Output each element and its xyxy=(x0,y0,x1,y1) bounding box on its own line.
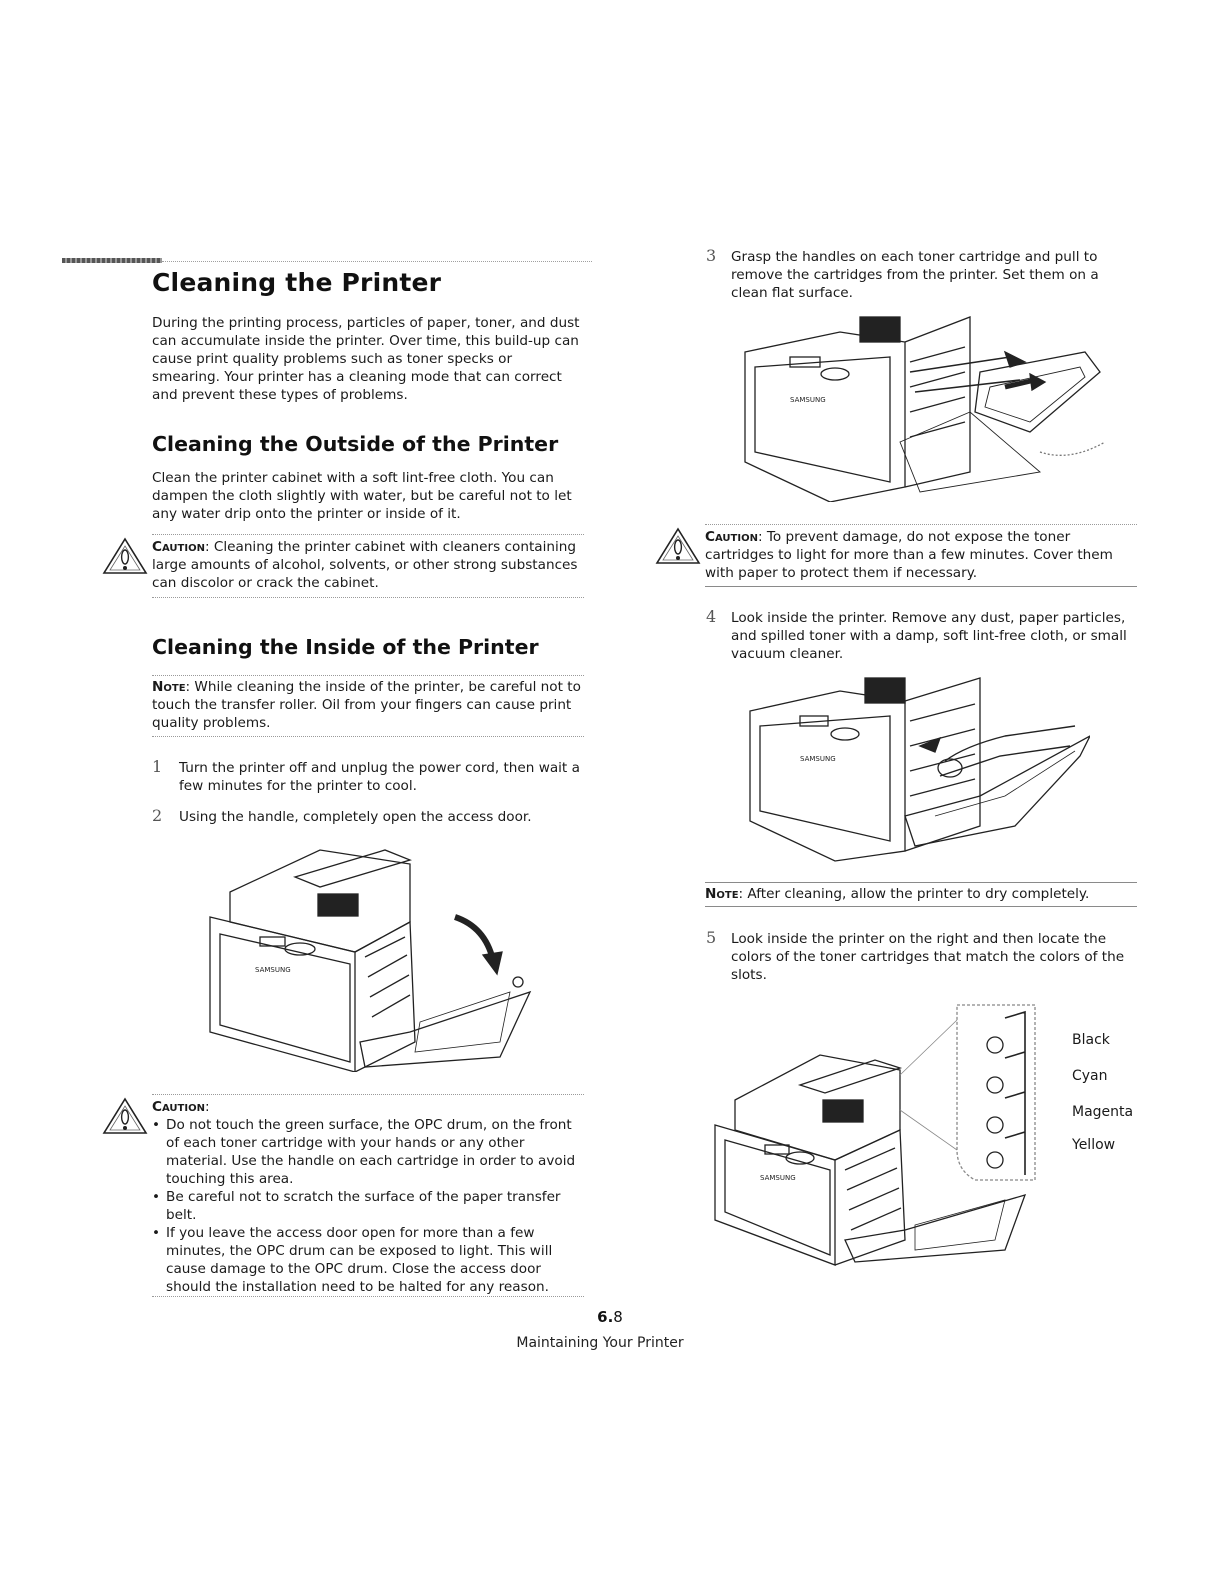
svg-text:SAMSUNG: SAMSUNG xyxy=(790,396,826,404)
note2-text: Note: After cleaning, allow the printer … xyxy=(705,885,1137,903)
slot-label-magenta: Magenta xyxy=(1072,1104,1134,1120)
page-number: 6.8 xyxy=(0,1308,1220,1326)
step5-text: Look inside the printer on the right and… xyxy=(731,931,1125,983)
step1-text: Turn the printer off and unplug the powe… xyxy=(179,760,580,794)
caution2-bullet: Be careful not to scratch the surface of… xyxy=(152,1188,584,1224)
note2-top-rule xyxy=(705,882,1137,883)
caution2-label: Caution xyxy=(152,1099,205,1115)
caution3-body: : To prevent damage, do not expose the t… xyxy=(705,529,1113,581)
note1-bottom-rule xyxy=(152,736,584,737)
caution1-text: Caution: Cleaning the printer cabinet wi… xyxy=(152,538,584,592)
caution1-top-rule xyxy=(152,534,584,535)
caution2-list: Do not touch the green surface, the OPC … xyxy=(152,1116,584,1296)
svg-text:SAMSUNG: SAMSUNG xyxy=(800,755,836,763)
slot-label-yellow: Yellow xyxy=(1072,1137,1116,1153)
slot-label-black: Black xyxy=(1072,1032,1110,1048)
step4-number: 4 xyxy=(706,607,717,626)
svg-text:SAMSUNG: SAMSUNG xyxy=(760,1174,796,1182)
caution1-label: Caution xyxy=(152,539,205,555)
note1-text: Note: While cleaning the inside of the p… xyxy=(152,678,584,732)
caution2-bullet: If you leave the access door open for mo… xyxy=(152,1224,584,1296)
note2-body: : After cleaning, allow the printer to d… xyxy=(738,886,1090,902)
step3-text: Grasp the handles on each toner cartridg… xyxy=(731,249,1099,301)
step2-number: 2 xyxy=(152,806,163,825)
caution2-bottom-rule xyxy=(152,1296,584,1297)
toner-slots-illustration: SAMSUNG xyxy=(705,1000,1050,1270)
caution-warning-icon xyxy=(102,537,148,575)
note1-top-rule xyxy=(152,675,584,676)
svg-text:SAMSUNG: SAMSUNG xyxy=(255,966,291,974)
caution-warning-icon xyxy=(655,527,701,565)
note1-label: Note xyxy=(152,679,186,695)
remove-cartridge-illustration: SAMSUNG xyxy=(740,312,1110,502)
caution3-label: Caution xyxy=(705,529,758,545)
page-title: Cleaning the Printer xyxy=(152,268,442,297)
printer-open-door-illustration: SAMSUNG xyxy=(200,842,540,1072)
caution3-bottom-rule xyxy=(705,586,1137,587)
caution3-text: Caution: To prevent damage, do not expos… xyxy=(705,528,1137,582)
outside-heading: Cleaning the Outside of the Printer xyxy=(152,432,559,456)
step5-number: 5 xyxy=(706,928,717,947)
caution2-top-rule xyxy=(152,1094,584,1095)
caution2-bullet: Do not touch the green surface, the OPC … xyxy=(152,1116,584,1188)
slot-label-cyan: Cyan xyxy=(1072,1068,1108,1084)
page-number-page: 8 xyxy=(613,1308,623,1326)
note2-bottom-rule xyxy=(705,906,1137,907)
caution2-colon: : xyxy=(204,1099,210,1115)
step3-number: 3 xyxy=(706,246,717,265)
outside-paragraph: Clean the printer cabinet with a soft li… xyxy=(152,470,572,522)
caution3-top-rule xyxy=(705,524,1137,525)
inside-heading: Cleaning the Inside of the Printer xyxy=(152,635,539,659)
step4-text: Look inside the printer. Remove any dust… xyxy=(731,610,1127,662)
caution1-body: : Cleaning the printer cabinet with clea… xyxy=(152,539,578,591)
caution2-block: Caution: Do not touch the green surface,… xyxy=(152,1098,584,1296)
note2-label: Note xyxy=(705,886,739,902)
caution-warning-icon xyxy=(102,1097,148,1135)
caution1-bottom-rule xyxy=(152,597,584,598)
note1-body: : While cleaning the inside of the print… xyxy=(152,679,581,731)
intro-paragraph: During the printing process, particles o… xyxy=(152,315,580,403)
header-decoration xyxy=(62,257,592,265)
footer-chapter-title: Maintaining Your Printer xyxy=(516,1335,684,1351)
page-number-chapter: 6. xyxy=(597,1308,614,1326)
step2-text: Using the handle, completely open the ac… xyxy=(179,809,532,825)
step1-number: 1 xyxy=(152,757,163,776)
clean-inside-illustration: SAMSUNG xyxy=(745,676,1090,866)
